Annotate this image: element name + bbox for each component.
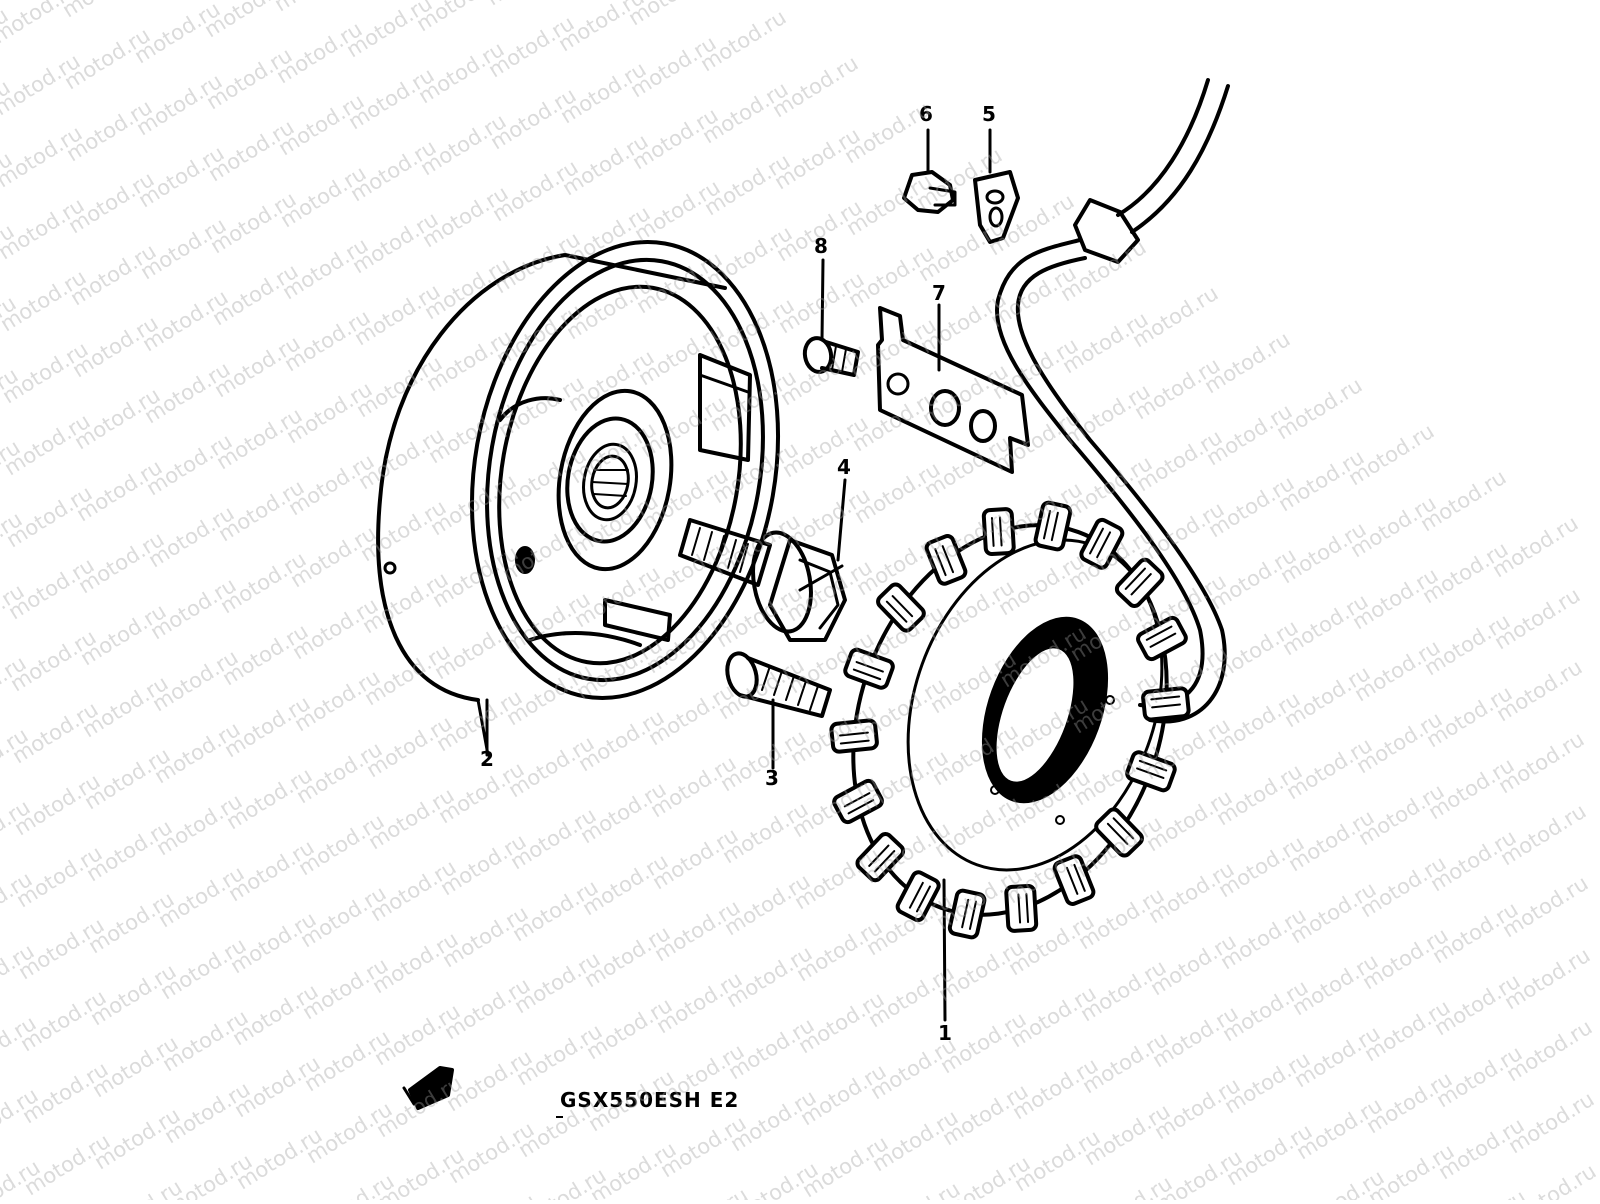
coil-winding bbox=[961, 898, 977, 930]
callout-1: 1 bbox=[938, 1021, 952, 1045]
callout-2: 2 bbox=[480, 747, 494, 771]
stator-tooth bbox=[981, 507, 1016, 557]
front-arrow-icon bbox=[402, 1066, 454, 1110]
callout-4: 4 bbox=[837, 455, 851, 479]
flange-bolt bbox=[678, 518, 847, 642]
callout-7: 7 bbox=[932, 281, 946, 305]
flywheel-rotor bbox=[376, 240, 781, 757]
coil-winding bbox=[908, 881, 931, 913]
stator-tooth bbox=[876, 582, 926, 633]
stator-tooth bbox=[829, 718, 879, 754]
coil-winding bbox=[839, 731, 870, 745]
coil-winding bbox=[934, 545, 955, 577]
stator-tooth bbox=[1114, 557, 1165, 609]
clamp bbox=[973, 170, 1020, 244]
stator-tooth bbox=[924, 534, 968, 586]
stator-tooth bbox=[1004, 883, 1039, 933]
wire-bracket bbox=[876, 306, 1030, 474]
coil-winding bbox=[1136, 759, 1168, 779]
coil-winding bbox=[885, 595, 914, 623]
coil-winding bbox=[1106, 817, 1135, 845]
stator-tooth bbox=[1125, 750, 1177, 793]
coil-winding bbox=[1065, 863, 1086, 895]
coil-winding bbox=[1017, 893, 1030, 924]
coil-winding bbox=[843, 792, 875, 815]
coil-winding bbox=[1150, 695, 1181, 709]
coil-winding bbox=[1089, 527, 1112, 559]
coil-winding bbox=[1124, 567, 1152, 596]
lead-wire bbox=[994, 78, 1230, 724]
callout-8: 8 bbox=[814, 234, 828, 258]
coil-winding bbox=[852, 661, 884, 681]
callout-5: 5 bbox=[982, 102, 996, 126]
bracket-bolt bbox=[802, 336, 860, 377]
stator-tooth bbox=[855, 831, 906, 883]
coil-winding bbox=[990, 516, 1003, 547]
model-code: GSX550ESH E2 bbox=[560, 1088, 739, 1112]
coil-winding bbox=[868, 844, 896, 873]
stator-tooth bbox=[1033, 500, 1073, 552]
stator-tooth bbox=[832, 778, 884, 825]
callout-6: 6 bbox=[919, 102, 933, 126]
screw bbox=[725, 651, 832, 718]
stator-tooth bbox=[1052, 854, 1096, 906]
nut bbox=[902, 170, 957, 214]
stator-tooth bbox=[1136, 615, 1188, 662]
stator-tooth bbox=[1141, 686, 1191, 722]
callout-3: 3 bbox=[765, 766, 779, 790]
coil-winding bbox=[1043, 510, 1059, 542]
stator-tooth bbox=[947, 888, 987, 940]
stator-tooth bbox=[843, 647, 895, 690]
stator-tooth bbox=[895, 870, 941, 923]
coil-winding bbox=[1145, 625, 1177, 648]
stator-teeth bbox=[829, 500, 1191, 940]
stator-tooth bbox=[1094, 807, 1144, 858]
stator-tooth bbox=[1079, 517, 1125, 570]
